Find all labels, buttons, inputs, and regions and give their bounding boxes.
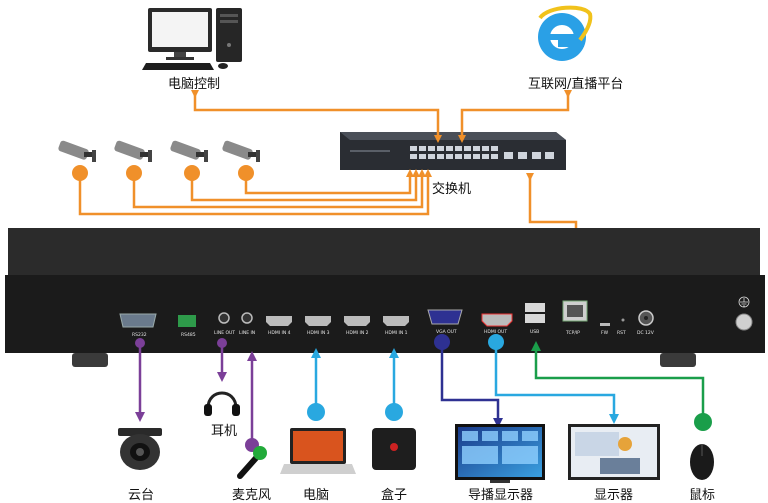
blue-endpoints xyxy=(307,334,504,421)
internet-explorer-icon xyxy=(538,5,593,61)
ground-icon xyxy=(738,296,750,308)
port-label-rs485: RS485 xyxy=(181,332,196,338)
purple-connections xyxy=(135,343,257,445)
navy-endpoint xyxy=(434,334,450,350)
camera-endpoints xyxy=(72,165,254,181)
port-label-dc-12v: DC 12V xyxy=(637,330,655,336)
label-director-monitor: 导播显示器 xyxy=(468,488,534,503)
label-pc-control: 电脑控制 xyxy=(168,77,221,92)
ground-screw xyxy=(735,313,753,331)
director-monitor-icon xyxy=(455,424,545,483)
port-label-usb: USB xyxy=(530,329,539,335)
headphones-icon xyxy=(204,391,240,416)
fw-port xyxy=(600,323,610,326)
label-switch: 交换机 xyxy=(432,182,472,197)
port-label-line-in: LINE IN xyxy=(239,330,255,336)
network-switch-icon xyxy=(340,132,566,170)
label-monitor: 显示器 xyxy=(594,488,634,503)
port-label-rst: RST xyxy=(617,330,626,336)
vga-out-port xyxy=(427,309,463,325)
port-label-hdmi-in-1: HDMI IN 1 xyxy=(385,330,408,336)
usb-port-top xyxy=(525,303,545,312)
port-label-hdmi-in-3: HDMI IN 3 xyxy=(307,330,330,336)
rs232-port xyxy=(119,313,157,328)
label-headphones: 耳机 xyxy=(211,424,238,439)
device-ports xyxy=(119,296,753,331)
monitor-icon xyxy=(568,424,660,480)
cctv-camera-icon xyxy=(58,140,260,162)
label-mouse: 鼠标 xyxy=(689,488,716,503)
port-label-fw: FW xyxy=(601,330,609,336)
laptop-icon xyxy=(280,428,356,474)
line-in-jack xyxy=(241,312,253,324)
label-ptz: 云台 xyxy=(128,488,155,503)
hdmi-in-3-port xyxy=(305,316,331,326)
port-label-vga-out: VGA OUT xyxy=(436,329,457,335)
port-label-rs232: RS232 xyxy=(132,332,147,338)
hdmi-in-2-port xyxy=(344,316,370,326)
port-label-hdmi-out: HDMI OUT xyxy=(484,329,507,335)
microphone-icon xyxy=(237,446,267,479)
hdmi-in-1-port xyxy=(383,316,409,326)
rs485-port xyxy=(178,315,196,327)
green-endpoint xyxy=(694,413,712,431)
mouse-icon xyxy=(690,444,714,480)
label-box: 盒子 xyxy=(381,488,408,503)
blue-connections xyxy=(311,342,619,424)
green-connection xyxy=(531,341,705,420)
port-label-line-out: LINE OUT xyxy=(214,330,235,336)
hdmi-out-port xyxy=(481,313,513,327)
rst-button xyxy=(621,318,625,322)
hdmi-in-4-port xyxy=(266,316,292,326)
port-label-tcp-ip: TCP/IP xyxy=(565,330,580,336)
port-label-hdmi-in-2: HDMI IN 2 xyxy=(346,330,369,336)
label-computer: 电脑 xyxy=(303,488,330,503)
port-label-hdmi-in-4: HDMI IN 4 xyxy=(268,330,291,336)
label-microphone: 麦克风 xyxy=(232,488,272,503)
line-out-jack xyxy=(218,312,230,324)
network-connections xyxy=(78,90,580,303)
label-internet: 互联网/直播平台 xyxy=(528,77,624,92)
port-labels: RS232 RS485 LINE OUT LINE IN HDMI IN 4 H… xyxy=(132,329,655,338)
dome-camera-icon xyxy=(118,428,162,470)
set-top-box-icon xyxy=(372,428,416,470)
usb-port-bottom xyxy=(525,314,545,323)
navy-connection xyxy=(440,342,503,428)
recorder-device xyxy=(5,228,765,367)
desktop-computer-icon xyxy=(142,8,242,70)
